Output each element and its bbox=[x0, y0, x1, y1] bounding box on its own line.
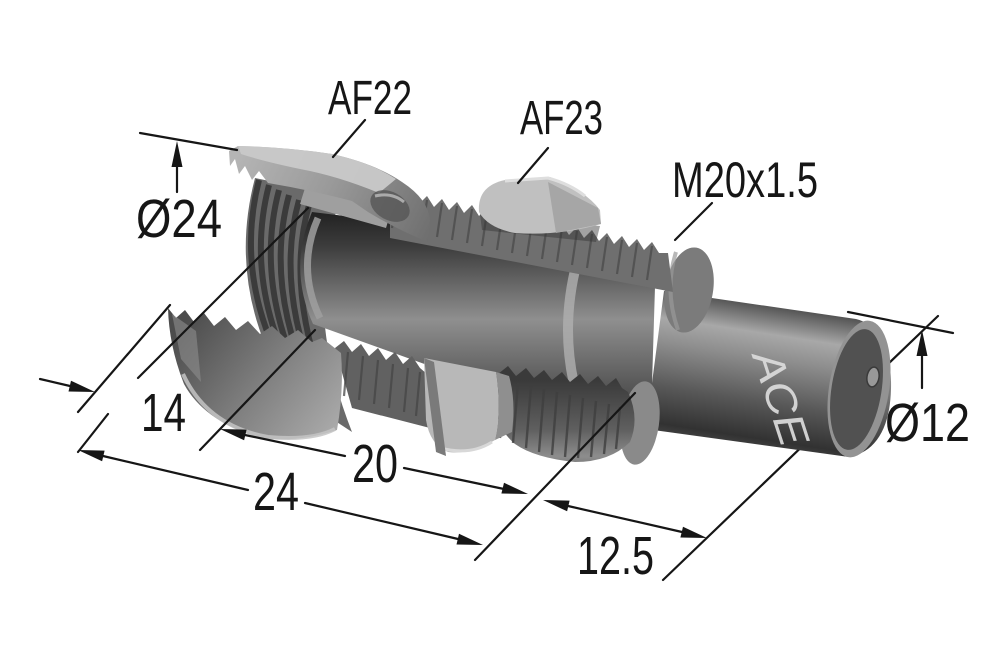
left-bottom-thread-ridges bbox=[342, 351, 422, 417]
cap-section-face bbox=[300, 188, 392, 228]
label-text-af23: AF23 bbox=[520, 92, 603, 145]
arrowhead-up bbox=[171, 141, 183, 167]
label-text-af22: AF22 bbox=[328, 72, 412, 125]
dimension-rod-diameter: Ø12 bbox=[846, 310, 970, 453]
dim-text-rod-projection: 12.5 bbox=[577, 526, 654, 586]
extension-line-body-left-face bbox=[76, 206, 310, 454]
label-nut-flats: AF23 bbox=[516, 92, 603, 185]
dim-line bbox=[243, 433, 506, 491]
nut-lower-facet bbox=[424, 358, 499, 453]
dim-line bbox=[566, 504, 684, 534]
dim-text-body-length: 24 bbox=[253, 462, 299, 522]
extension-line-cap-right bbox=[198, 328, 317, 452]
label-text-thread-spec: M20x1.5 bbox=[672, 152, 818, 208]
rod-end-face bbox=[830, 329, 883, 450]
cylinder-left-highlight bbox=[304, 216, 324, 320]
cap-notch-highlight bbox=[374, 193, 405, 204]
leader-line bbox=[331, 118, 367, 159]
dimension-body-length: 24 bbox=[78, 450, 483, 545]
dim-text-rod-diameter: Ø12 bbox=[885, 393, 970, 453]
shock-absorber-rendering: ACE bbox=[168, 146, 940, 582]
dimension-cap-length: 14 bbox=[38, 377, 247, 443]
label-thread-spec: M20x1.5 bbox=[672, 152, 818, 242]
arrowhead-up bbox=[916, 330, 928, 356]
nut-top-highlight bbox=[504, 176, 586, 198]
arrowhead-right bbox=[456, 533, 483, 545]
rod-center-dimple bbox=[866, 366, 880, 388]
dim-text-cap-length: 14 bbox=[141, 383, 186, 443]
nut-lower-left-edge bbox=[424, 358, 446, 456]
dim-line bbox=[38, 377, 72, 388]
dimension-rod-projection: 12.5 bbox=[543, 500, 707, 586]
nut-lower-right-facet bbox=[495, 372, 514, 440]
hex-nut bbox=[424, 176, 601, 456]
cap-top-surface bbox=[238, 146, 396, 193]
dimension-cap-diameter: Ø24 bbox=[136, 131, 239, 249]
dim-text-cap-diameter: Ø24 bbox=[136, 189, 222, 249]
dim-line bbox=[101, 454, 460, 541]
arrowhead-left bbox=[78, 450, 105, 462]
thread-end-cap-top bbox=[664, 247, 714, 333]
extension-line-thread-end bbox=[473, 391, 637, 562]
arrowhead-right bbox=[501, 482, 528, 494]
serrated-cap bbox=[168, 146, 430, 440]
left-bottom-thread-band bbox=[335, 341, 430, 428]
label-cap-flats: AF22 bbox=[328, 72, 412, 159]
arrowhead-left bbox=[220, 429, 247, 441]
dim-text-thread-length: 20 bbox=[352, 434, 398, 494]
nut-right-facet bbox=[548, 182, 601, 233]
tangent-line-cap-top bbox=[138, 131, 239, 152]
extension-line-cap-left bbox=[76, 303, 172, 414]
tangent-line-rod-top bbox=[846, 310, 955, 335]
leader-line bbox=[516, 146, 550, 185]
arrowhead-right bbox=[680, 526, 707, 538]
piston-rod bbox=[646, 291, 892, 458]
cap-lower-left-facet bbox=[172, 314, 201, 382]
arrowhead-right bbox=[68, 380, 95, 392]
arrowhead-left bbox=[543, 500, 570, 512]
dimension-annotations: Ø24 14 20 24 bbox=[38, 72, 970, 586]
dimension-thread-length: 20 bbox=[243, 433, 528, 494]
cap-lower-rim-highlight bbox=[181, 373, 336, 440]
thread-section bbox=[335, 190, 714, 465]
cap-lower-band bbox=[168, 308, 342, 440]
leader-line bbox=[673, 201, 714, 242]
